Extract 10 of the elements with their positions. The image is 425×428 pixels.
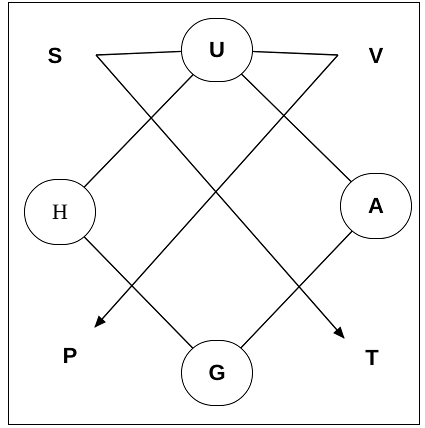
node-label: V — [364, 42, 388, 70]
node-label: S — [43, 42, 67, 70]
node-label: T — [360, 344, 384, 372]
connector-line — [96, 50, 182, 56]
connector-line — [252, 50, 338, 56]
connector-line — [240, 230, 353, 349]
node-label: P — [58, 342, 82, 370]
connector-line — [240, 73, 352, 182]
connector-line — [83, 74, 194, 188]
connector-line — [83, 236, 194, 349]
